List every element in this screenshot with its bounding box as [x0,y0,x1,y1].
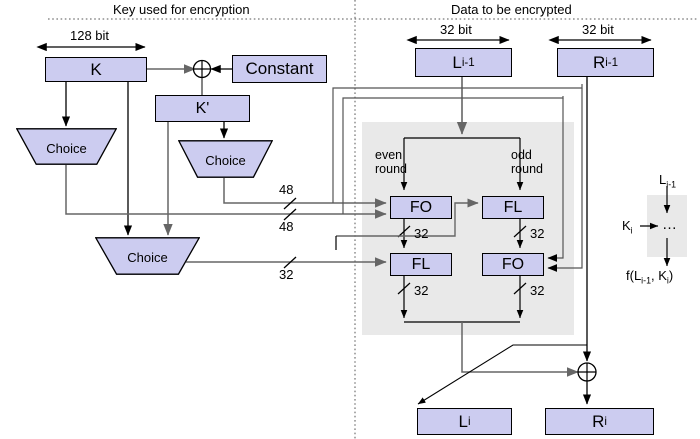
wire-choice1-to-fo-even [65,165,387,219]
function-box-fo-even-label: FO [409,198,433,216]
key-box-constant-label: Constant [245,59,314,78]
label-odd-round: odd round [511,148,543,176]
legend-output-suffix: ) [668,268,674,283]
key-box-k-label: K [90,59,102,79]
legend-key-base: K [622,218,631,233]
wire-feedback-outer [332,84,583,203]
legend-output-mid: , K [650,268,667,283]
wire-core-out-to-xor [461,322,579,377]
data-box-left-out-base: L [458,411,468,431]
legend-output-sub2: i [666,275,669,286]
data-box-right-in-base: R [592,52,606,72]
data-box-left-out-sub: i [467,415,471,428]
key-box-kprime[interactable]: K' [155,95,250,122]
section-header-left: Key used for encryption [113,2,250,17]
function-box-fl-odd-label: FL [503,198,523,216]
bus-slash-48b [283,208,297,221]
section-header-right: Data to be encrypted [451,2,572,17]
bus-label-fl-even-out: 32 [414,283,429,298]
bus-label-fl-odd-out: 32 [530,226,545,241]
wire-fo-even-branch-to-fl-odd [336,198,479,237]
key-box-kprime-label: K' [195,99,210,117]
data-box-right-in-sub: i-1 [605,56,619,69]
wire-feedback-fo-odd-b [547,88,583,272]
data-box-left-in-base: L [452,52,462,72]
bus-slash-fo-odd-out [513,282,527,295]
data-box-right-out-base: R [592,411,605,431]
choice-block-1-label-wrap: Choice [16,133,117,163]
choice-block-3-label-wrap: Choice [95,242,200,272]
legend-key-label: Ki [622,218,633,236]
legend-output-label: f(Li-1, Ki) [626,268,673,286]
choice-block-2-outline [178,140,273,178]
function-box-fl-odd[interactable]: FL [482,196,544,219]
wire-feedback-fo-odd-a [547,98,564,262]
bus-slash-fl-even-out [397,282,411,295]
bus-label-32-left: 32 [279,267,294,282]
bus-slash-48a [283,197,297,210]
data-box-left-in-sub: i-1 [461,56,475,69]
label-even-round-line1: even [375,148,403,162]
label-odd-round-line1: odd [511,148,532,162]
core-gray-panel [362,122,574,335]
wire-rin-to-lout [417,344,587,405]
data-box-right-out-sub: i [604,415,607,428]
function-box-fl-even[interactable]: FL [390,253,452,276]
label-even-round-line2: round [375,162,407,176]
bus-label-48-b: 48 [279,219,294,234]
wire-feedback-inner [342,96,564,214]
choice-block-3[interactable] [95,237,200,275]
legend-key-sub: i [630,225,633,236]
key-box-k[interactable]: K [45,57,147,82]
label-128-bit: 128 bit [70,28,110,43]
function-box-fo-odd[interactable]: FO [482,253,544,276]
choice-block-1-label: Choice [46,140,87,156]
label-32-bit-left: 32 bit [440,22,472,37]
bus-label-48-a: 48 [279,182,294,197]
bus-slash-fl-odd-out [513,225,527,238]
choice-block-1-outline [16,128,117,165]
label-even-round: even round [375,148,407,176]
bus-slash-32left [283,256,297,269]
choice-block-2-label: Choice [205,152,246,168]
choice-block-3-label: Choice [127,249,168,265]
key-box-constant[interactable]: Constant [232,55,327,83]
bus-label-fo-even-out: 32 [414,226,429,241]
function-box-fl-even-label: FL [411,255,431,273]
legend-input-sub: i-1 [666,179,677,190]
legend-input-label: Li-1 [659,172,676,190]
function-box-fo-even[interactable]: FO [390,196,452,219]
function-box-fo-odd-label: FO [501,255,525,273]
legend-input-base: L [659,172,667,187]
bus-slash-fo-even-out [397,225,411,238]
label-odd-round-line2: round [511,162,543,176]
wire-choice2-to-fo-even [223,178,387,208]
legend-output-prefix: f(L [626,268,642,283]
choice-block-2-label-wrap: Choice [178,145,273,175]
choice-block-3-outline [95,237,200,275]
legend-output-sub1: i-1 [641,275,651,286]
label-32-bit-right: 32 bit [582,22,614,37]
legend-ellipsis: … [662,216,677,233]
bus-label-fo-odd-out: 32 [530,283,545,298]
